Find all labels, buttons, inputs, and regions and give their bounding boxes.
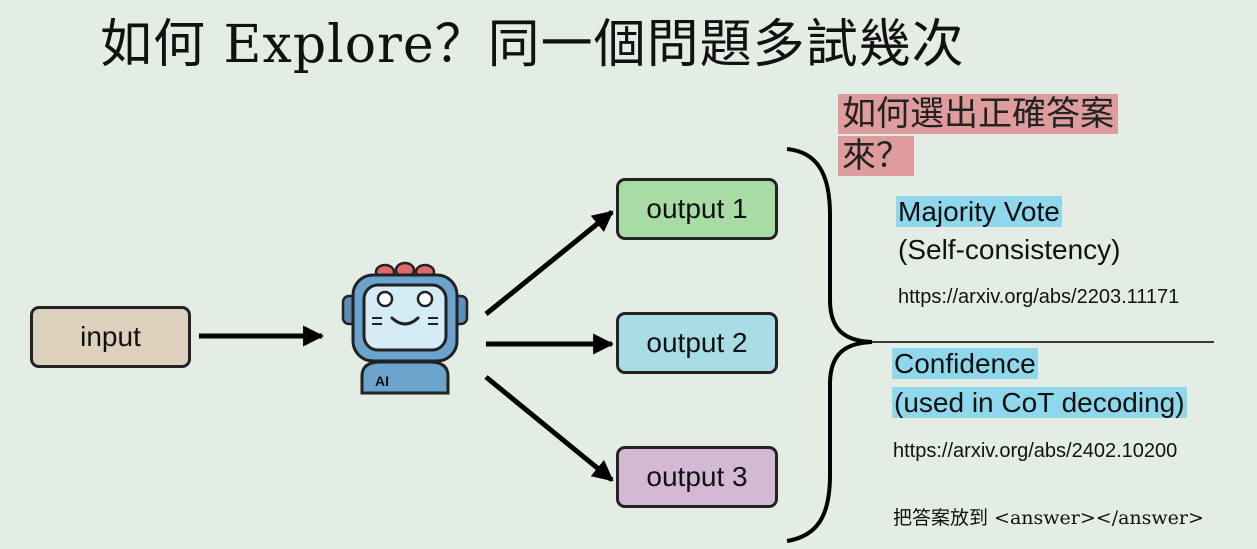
- arrow-ai-to-output1: [484, 210, 614, 316]
- question-line-1: 如何選出正確答案: [838, 94, 1118, 134]
- confidence-label: Confidence: [892, 348, 1038, 379]
- robot-ai-icon: AI: [341, 261, 469, 395]
- answer-tag-note: 把答案放到 <answer></answer>: [893, 507, 1204, 529]
- confidence-subtitle: (used in CoT decoding): [892, 387, 1187, 418]
- page-title: 如何 Explore？同一個問題多試幾次: [100, 15, 965, 75]
- input-node: input: [30, 306, 191, 368]
- confidence-url[interactable]: https://arxiv.org/abs/2402.10200: [893, 440, 1178, 462]
- majority-vote-label: Majority Vote: [896, 196, 1062, 227]
- question-line-2: 來？: [838, 136, 914, 176]
- output-2-node: output 2: [616, 312, 778, 374]
- output-1-node: output 1: [616, 178, 778, 240]
- majority-vote-subtitle: (Self-consistency): [898, 234, 1121, 265]
- robot-ai-badge: AI: [375, 373, 389, 389]
- arrow-ai-to-output3: [484, 375, 614, 482]
- majority-vote-url[interactable]: https://arxiv.org/abs/2203.11171: [898, 286, 1180, 308]
- output-3-node: output 3: [616, 446, 778, 508]
- curly-brace: [786, 147, 873, 543]
